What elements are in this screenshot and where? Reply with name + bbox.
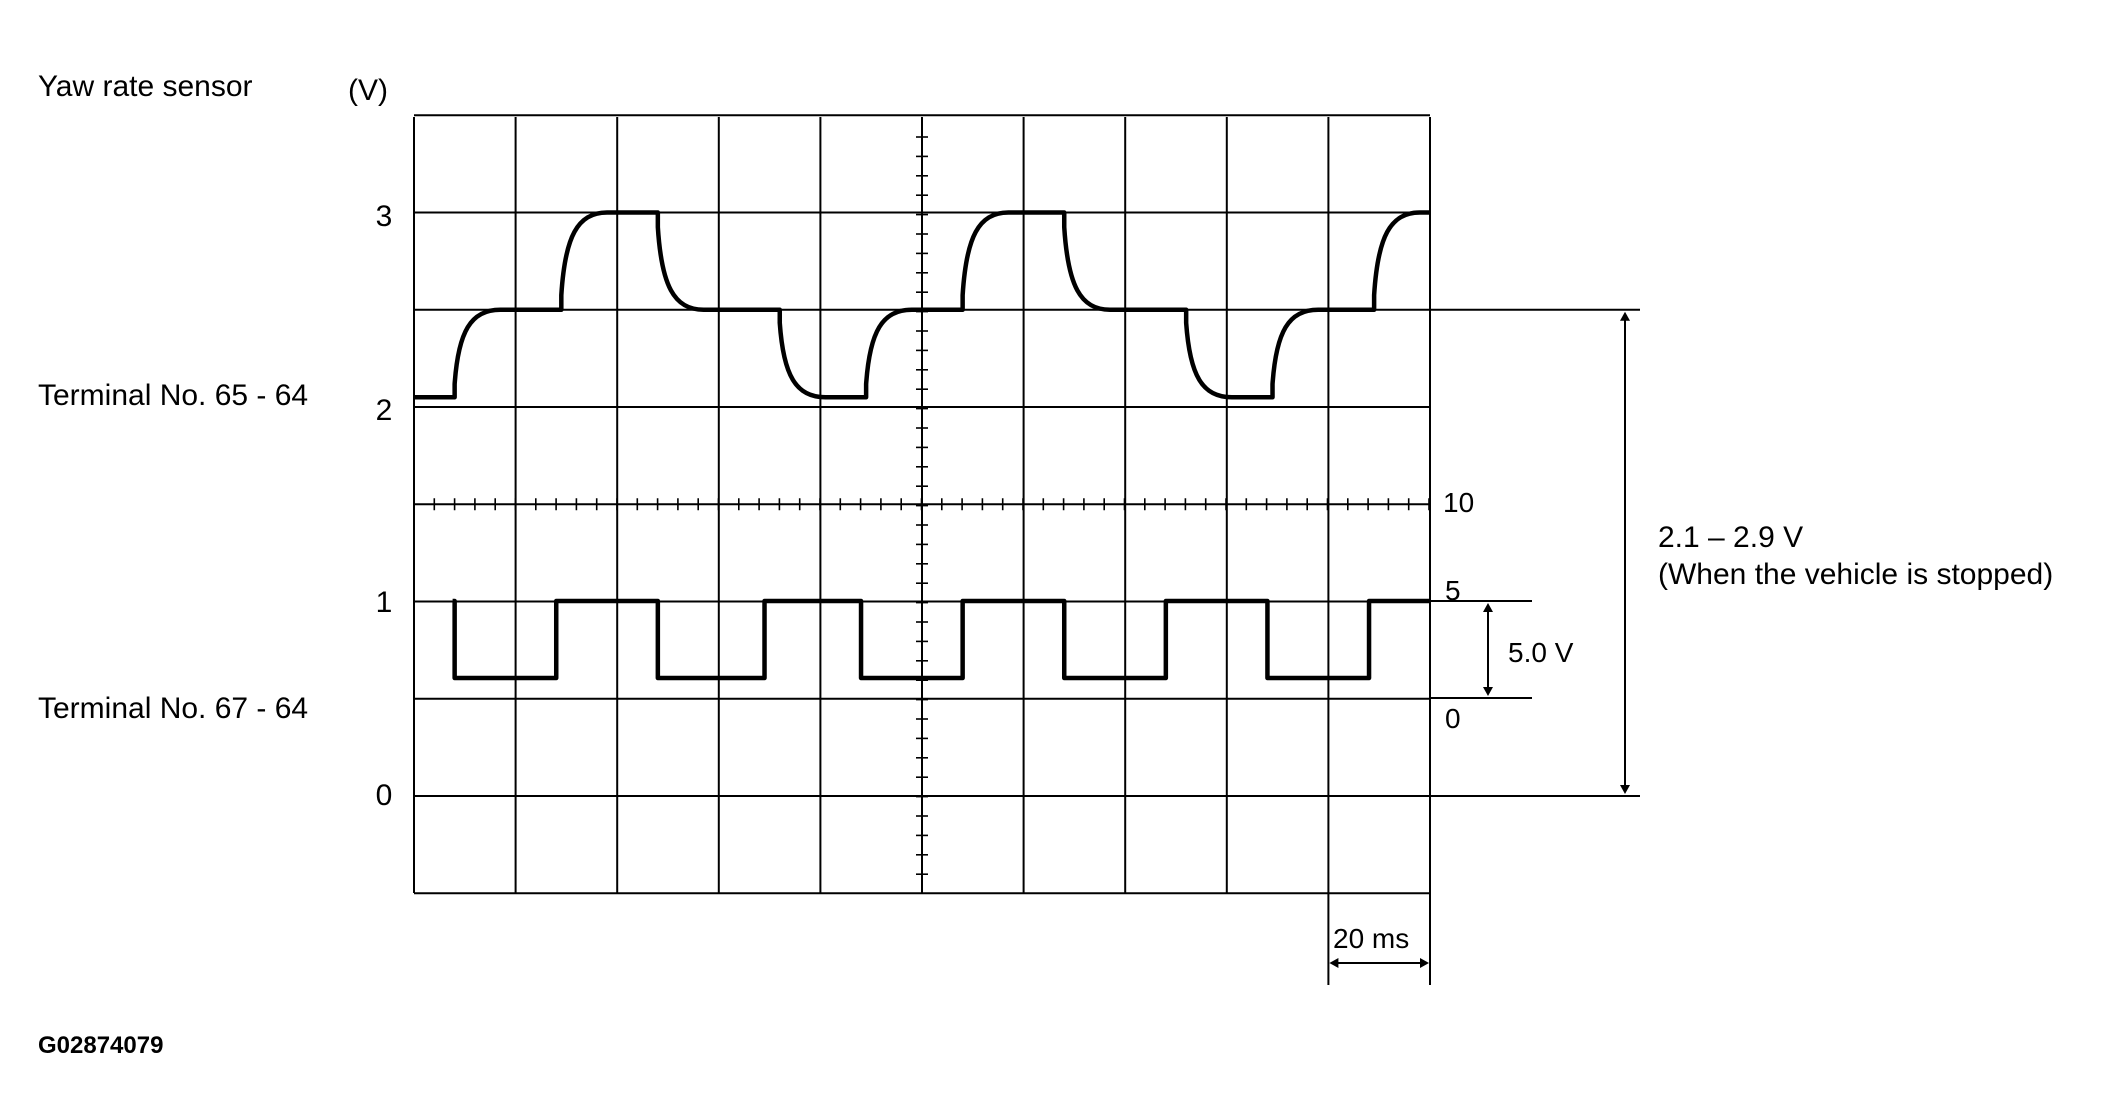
left-tick-3: 3 [376, 200, 393, 233]
terminal-67-64-waveform [452, 598, 1430, 681]
waveforms [414, 210, 1430, 681]
voltage-range-label: 2.1 – 2.9 V [1658, 521, 1803, 554]
right-tick-5: 5 [1445, 575, 1461, 606]
unit-label: (V) [348, 74, 388, 107]
left-tick-2: 2 [376, 394, 393, 427]
center-axis-ticks [433, 136, 1430, 876]
terminal-67-64-label: Terminal No. 67 - 64 [38, 692, 308, 725]
pulse-arrow-head-bottom [1483, 687, 1493, 696]
stopped-note-label: (When the vehicle is stopped) [1658, 558, 2053, 591]
pulse-arrow-head-top [1483, 603, 1493, 612]
range-arrow-head-bottom [1620, 785, 1630, 794]
reference-lines [1430, 308, 1640, 797]
time-arrow-head-left [1329, 958, 1339, 968]
figure-id: G02874079 [38, 1032, 163, 1059]
pulse-amplitude-label: 5.0 V [1508, 637, 1574, 668]
terminal-65-64-waveform [414, 210, 1430, 400]
right-tick-10: 10 [1443, 487, 1474, 518]
time-arrow-head-right [1420, 958, 1429, 968]
left-tick-1: 1 [376, 586, 393, 619]
right-tick-0: 0 [1445, 703, 1461, 734]
sensor-title: Yaw rate sensor [38, 70, 253, 103]
terminal-65-64-label: Terminal No. 65 - 64 [38, 379, 308, 412]
range-arrow-head-top [1620, 311, 1630, 321]
time-division-label: 20 ms [1333, 923, 1409, 954]
dimension-annotations [1327, 311, 1630, 985]
left-tick-0: 0 [376, 779, 393, 812]
